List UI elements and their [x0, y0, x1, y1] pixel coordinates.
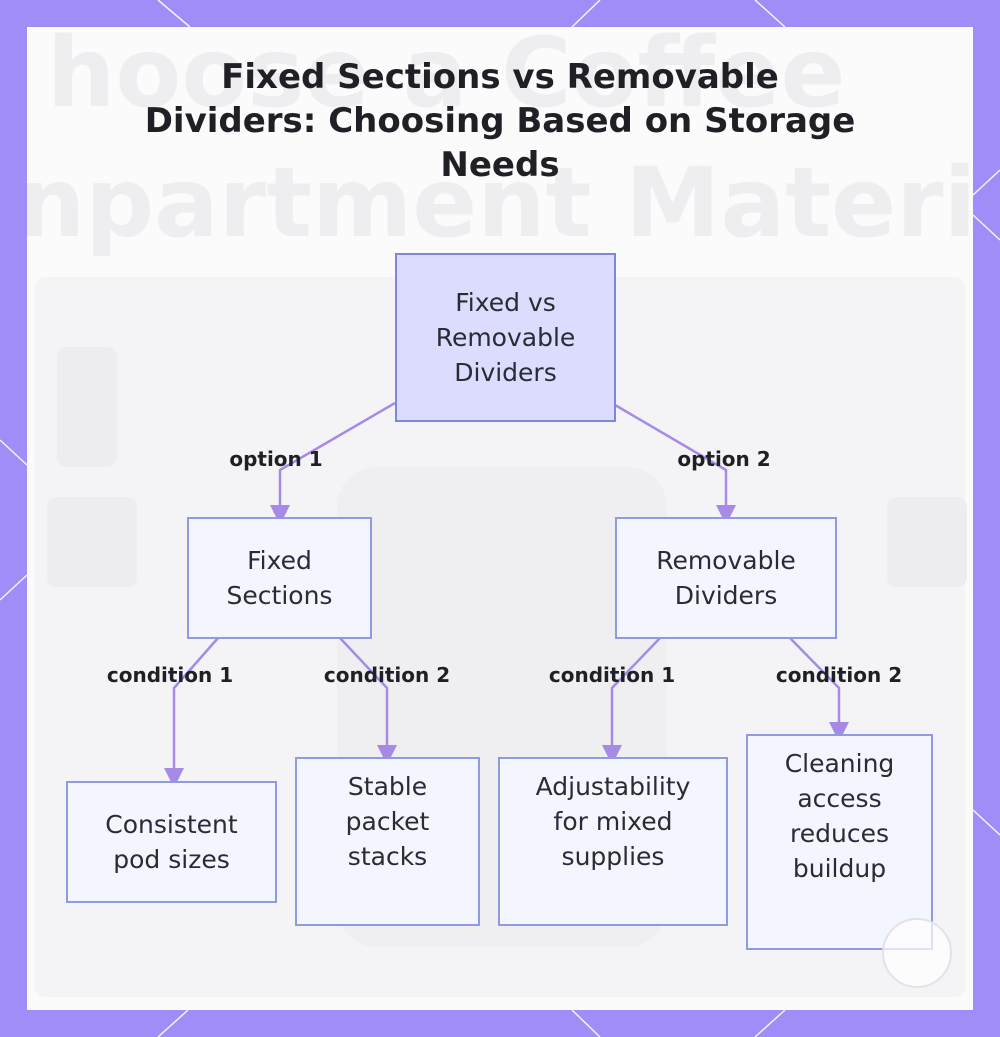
edge-fixed-to-leaf2	[339, 637, 397, 765]
node-fixed-sections[interactable]: Fixed Sections	[187, 517, 372, 639]
node-label: Removable Dividers	[656, 546, 796, 610]
title-line: Needs	[440, 145, 560, 185]
edge-removable-to-leaf3	[602, 637, 661, 765]
background-blurred-word: npartment Materials	[27, 147, 973, 259]
node-label: Stable packet stacks	[345, 772, 430, 871]
edge-root-to-removable	[614, 403, 736, 525]
edge-root-to-fixed	[270, 401, 396, 525]
node-label: Fixed vs Removable Dividers	[435, 288, 576, 387]
edge-removable-to-leaf4	[789, 637, 849, 742]
background-blurred-shape	[47, 497, 137, 587]
node-label: Consistent pod sizes	[105, 810, 238, 874]
node-removable-dividers[interactable]: Removable Dividers	[615, 517, 837, 639]
node-cleaning-access[interactable]: Cleaning access reduces buildup	[746, 734, 933, 950]
node-label: Cleaning access reduces buildup	[784, 749, 895, 883]
edge-label-removable-condition-2: condition 2	[775, 663, 903, 687]
page-title: Fixed Sections vs Removable Dividers: Ch…	[0, 55, 1000, 187]
edge-label-fixed-condition-1: condition 1	[106, 663, 234, 687]
title-line: Dividers: Choosing Based on Storage	[144, 101, 856, 141]
node-stable-packet-stacks[interactable]: Stable packet stacks	[295, 757, 480, 926]
node-adjustability-mixed-supplies[interactable]: Adjustability for mixed supplies	[498, 757, 728, 926]
edge-label-option-2: option 2	[677, 447, 771, 471]
background-blurred-shape	[887, 497, 967, 587]
edge-label-fixed-condition-2: condition 2	[323, 663, 451, 687]
node-label: Fixed Sections	[226, 546, 333, 610]
title-line: Fixed Sections vs Removable	[221, 57, 779, 97]
node-consistent-pod-sizes[interactable]: Consistent pod sizes	[66, 781, 277, 903]
node-label: Adjustability for mixed supplies	[535, 772, 691, 871]
node-root[interactable]: Fixed vs Removable Dividers	[395, 253, 616, 422]
edge-label-removable-condition-1: condition 1	[548, 663, 676, 687]
background-blurred-word: hoose a Coffee	[47, 27, 846, 129]
edge-fixed-to-leaf1	[164, 637, 219, 788]
watermark-logo-icon	[882, 918, 952, 988]
background-blurred-shape	[57, 347, 117, 467]
edge-label-option-1: option 1	[229, 447, 323, 471]
